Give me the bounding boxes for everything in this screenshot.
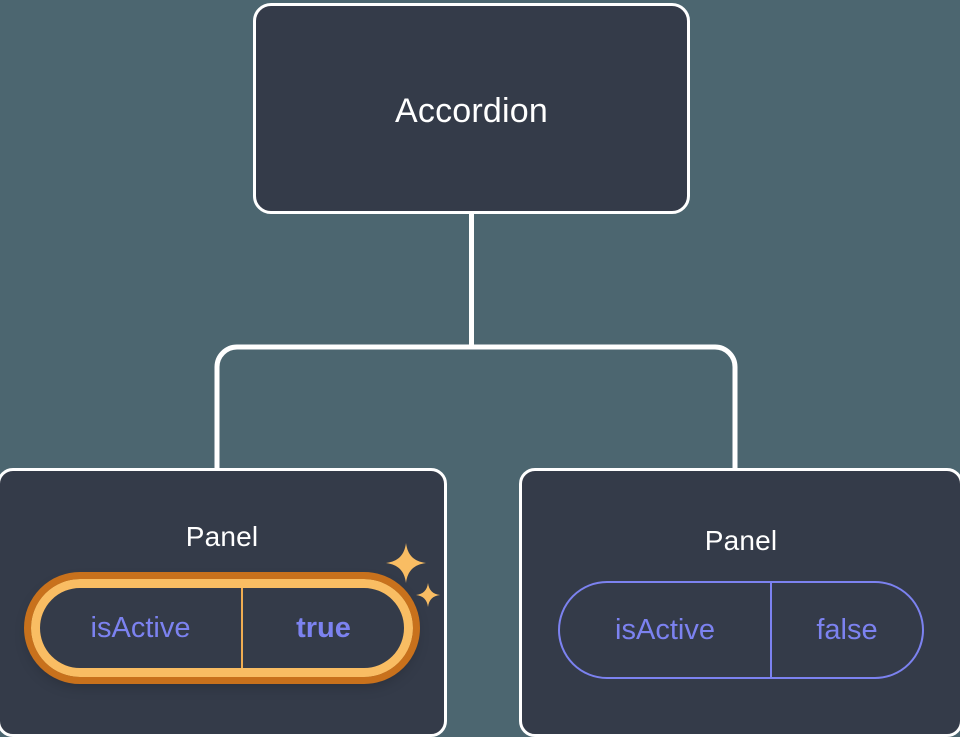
node-panel-right[interactable]: Panel isActive false (519, 468, 960, 737)
node-panel-left-title: Panel (185, 521, 259, 552)
node-accordion-title: Accordion (395, 92, 548, 130)
prop-pill-wrapper-right: isActive false (522, 581, 960, 679)
connector-branch-right (471, 344, 738, 470)
node-panel-right-title: Panel (704, 525, 778, 556)
node-accordion[interactable]: Accordion (253, 3, 690, 214)
sparkle-small-icon (416, 583, 440, 607)
prop-value: true (296, 611, 351, 644)
prop-pill-isactive-false[interactable]: isActive false (558, 581, 924, 679)
prop-pill-isactive-true[interactable]: isActive true (24, 572, 420, 684)
connector-branch-left (214, 344, 472, 470)
prop-value: false (816, 613, 878, 646)
prop-pill-wrapper-left: isActive true (0, 543, 444, 684)
prop-key: isActive (40, 588, 243, 668)
prop-key: isActive (560, 583, 772, 677)
node-panel-left[interactable]: Panel isActive true (0, 468, 447, 737)
